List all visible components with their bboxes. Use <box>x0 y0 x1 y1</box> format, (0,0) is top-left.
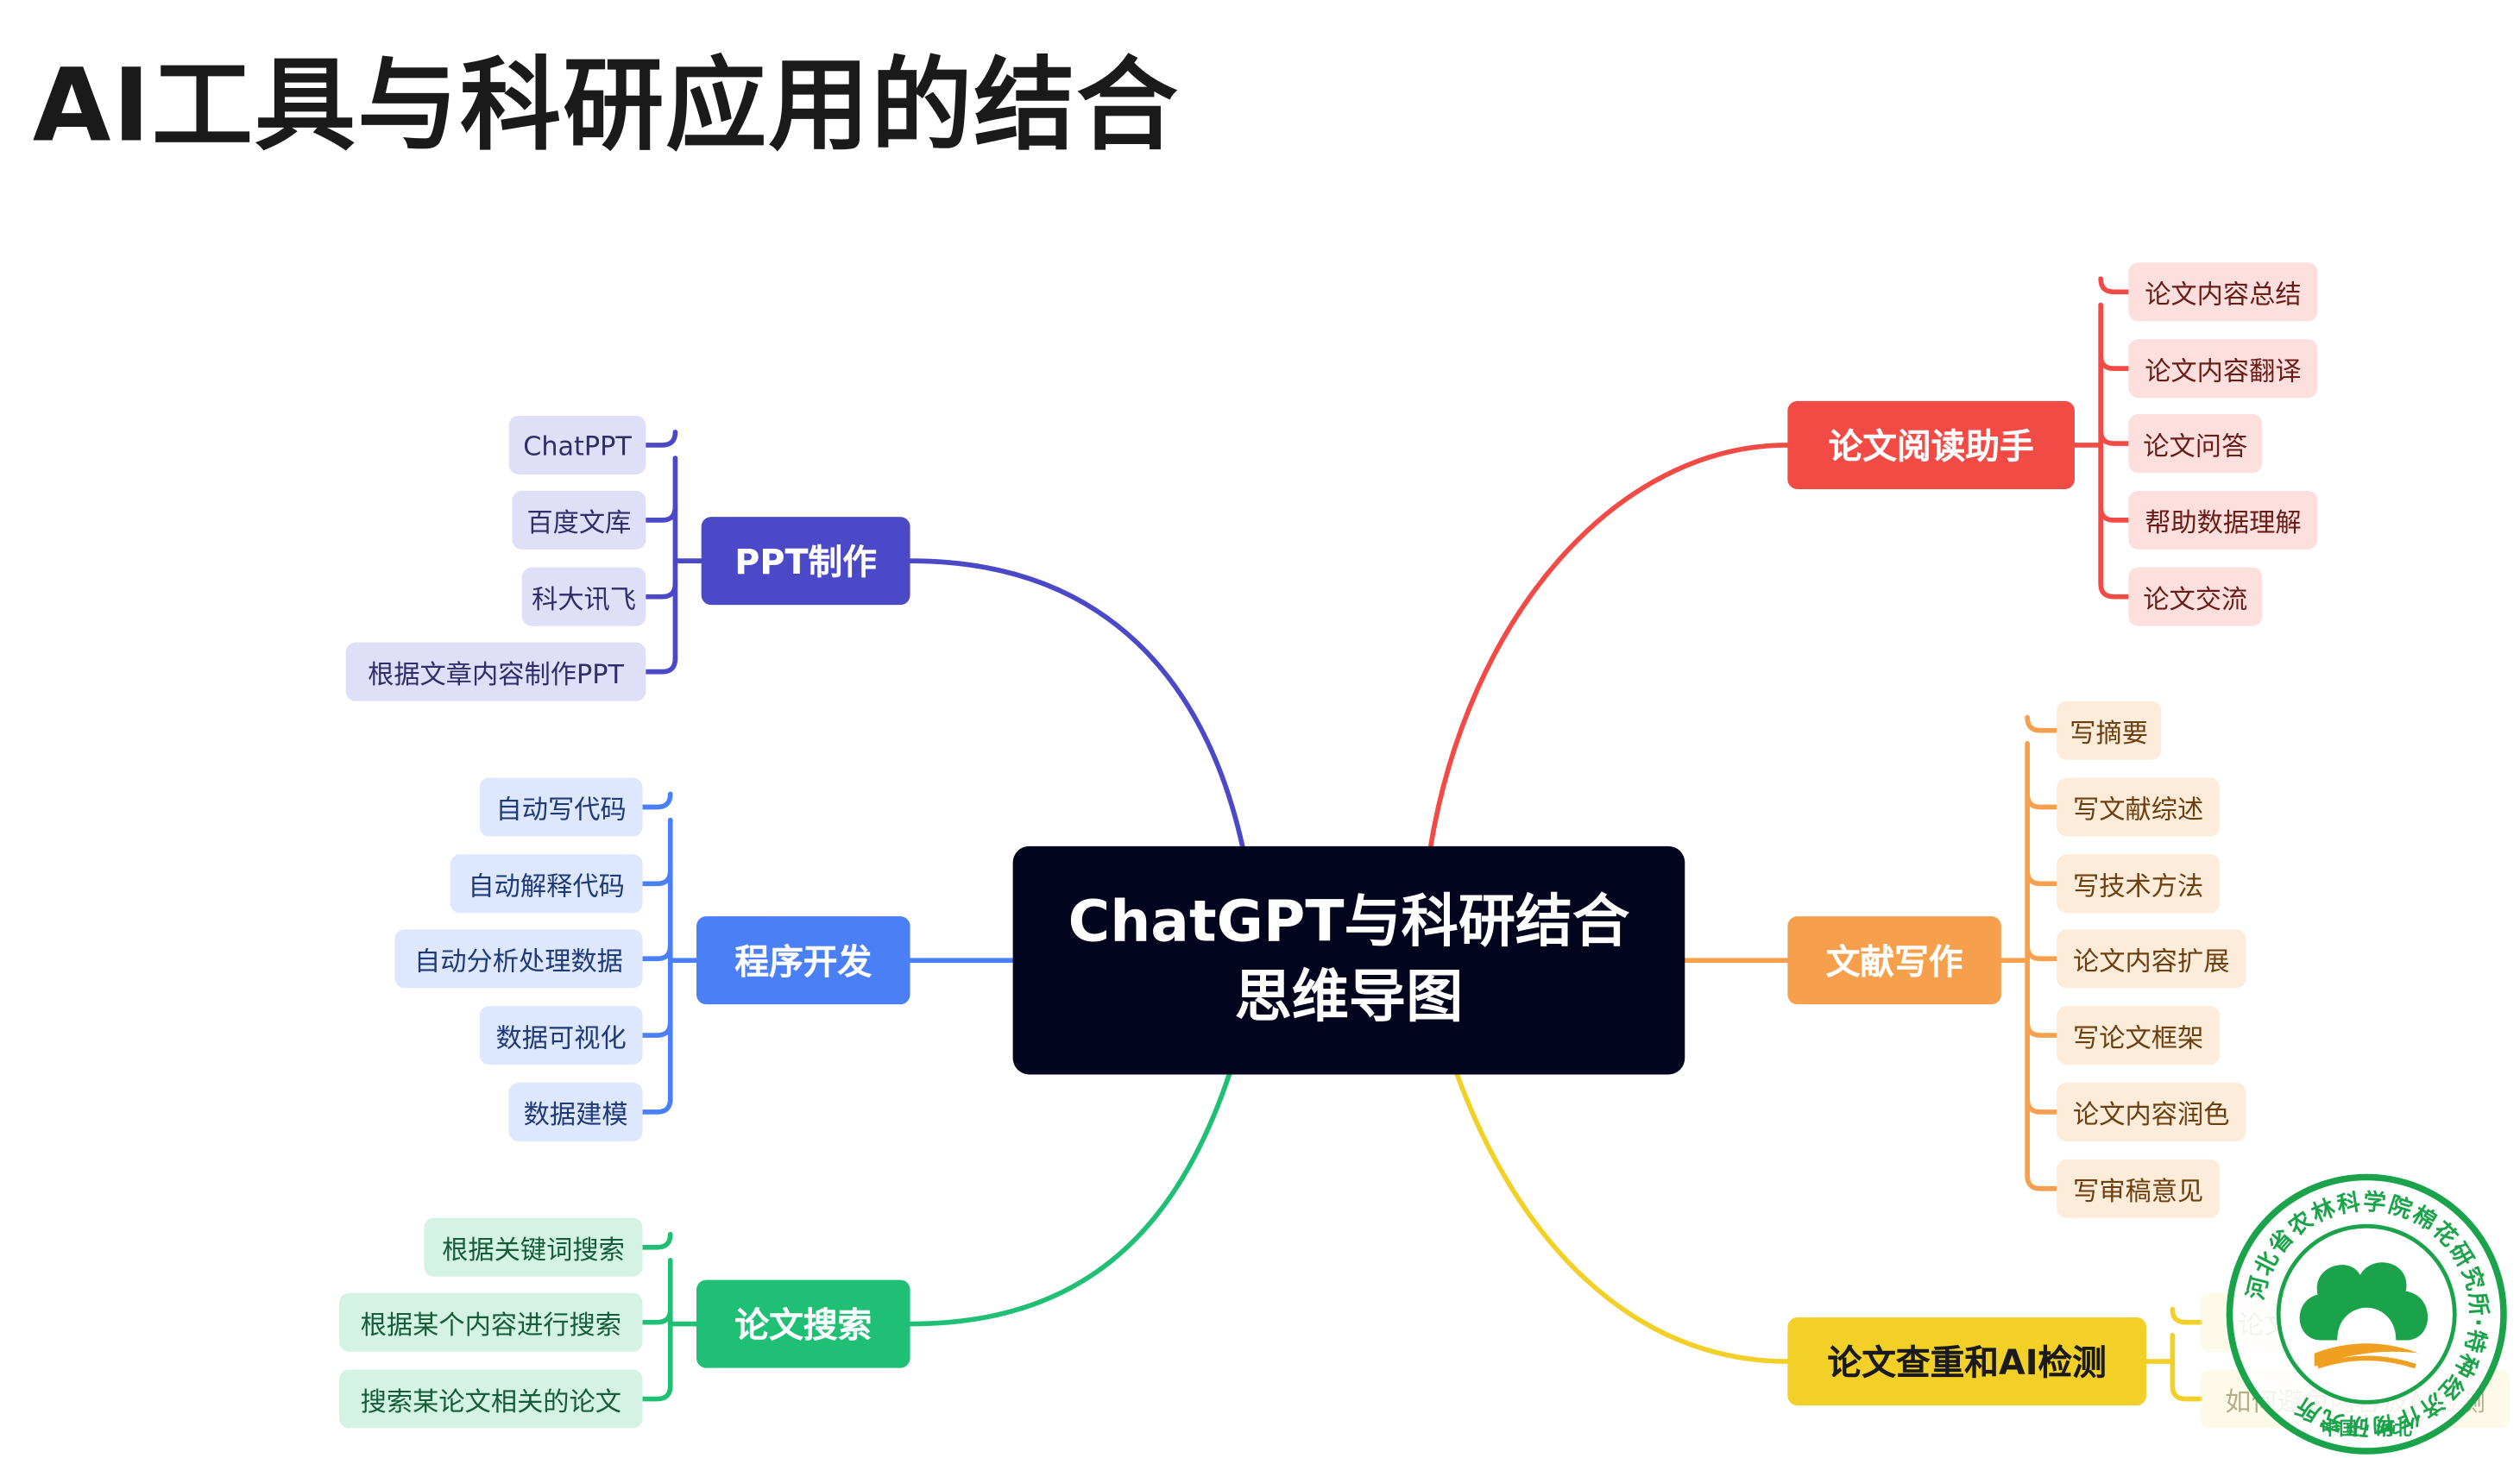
leaf-reading-qa[interactable]: 论文问答 <box>2128 414 2263 474</box>
central-topic[interactable]: ChatGPT与科研结合 思维导图 <box>1012 845 1685 1075</box>
institute-seal-logo: 河北省农林科学院棉花研究所·特种经济作物研究所 中国 · 河北 <box>2226 1173 2507 1455</box>
branch-ppt[interactable]: PPT制作 <box>701 517 910 606</box>
central-topic-line2: 思维导图 <box>1234 965 1464 1031</box>
leaf-writing-polish[interactable]: 论文内容润色 <box>2057 1082 2246 1141</box>
branch-literature-writing[interactable]: 文献写作 <box>1787 916 2001 1005</box>
page-title: AI工具与科研应用的结合 <box>32 45 1180 165</box>
leaf-code-visualize[interactable]: 数据可视化 <box>479 1006 643 1065</box>
svg-text:中国 · 河北: 中国 · 河北 <box>2322 1418 2413 1439</box>
leaf-writing-expand[interactable]: 论文内容扩展 <box>2057 929 2246 989</box>
branch-reading-assistant[interactable]: 论文阅读助手 <box>1787 400 2075 489</box>
branch-paper-search[interactable]: 论文搜索 <box>696 1279 910 1368</box>
leaf-ppt-baidu-wenku[interactable]: 百度文库 <box>512 490 646 550</box>
branch-program-dev[interactable]: 程序开发 <box>696 916 910 1005</box>
leaf-search-related[interactable]: 搜索某论文相关的论文 <box>339 1369 643 1429</box>
leaf-reading-exchange[interactable]: 论文交流 <box>2128 567 2263 626</box>
leaf-writing-abstract[interactable]: 写摘要 <box>2057 701 2162 760</box>
leaf-writing-review[interactable]: 写文献综述 <box>2057 777 2221 837</box>
branch-plagiarism-ai-check[interactable]: 论文查重和AI检测 <box>1787 1317 2147 1406</box>
leaf-ppt-iflytek[interactable]: 科大讯飞 <box>521 567 646 626</box>
leaf-search-content[interactable]: 根据某个内容进行搜索 <box>339 1292 643 1352</box>
leaf-writing-methods[interactable]: 写技术方法 <box>2057 854 2221 914</box>
leaf-reading-summary[interactable]: 论文内容总结 <box>2128 262 2318 322</box>
leaf-code-analyze-data[interactable]: 自动分析处理数据 <box>394 929 643 989</box>
leaf-reading-translate[interactable]: 论文内容翻译 <box>2128 339 2318 399</box>
leaf-ppt-chatppt[interactable]: ChatPPT <box>508 415 646 474</box>
central-topic-line1: ChatGPT与科研结合 <box>1068 889 1630 956</box>
cotton-icon <box>2299 1262 2429 1369</box>
leaf-code-modeling[interactable]: 数据建模 <box>508 1082 643 1141</box>
leaf-reading-data-understanding[interactable]: 帮助数据理解 <box>2128 490 2318 550</box>
leaf-ppt-from-article[interactable]: 根据文章内容制作PPT <box>345 642 646 701</box>
leaf-code-explain[interactable]: 自动解释代码 <box>450 854 643 914</box>
leaf-code-write[interactable]: 自动写代码 <box>479 777 643 837</box>
leaf-writing-peer-review[interactable]: 写审稿意见 <box>2057 1159 2221 1218</box>
leaf-writing-framework[interactable]: 写论文框架 <box>2057 1006 2221 1065</box>
leaf-search-keyword[interactable]: 根据关键词搜索 <box>424 1217 643 1277</box>
